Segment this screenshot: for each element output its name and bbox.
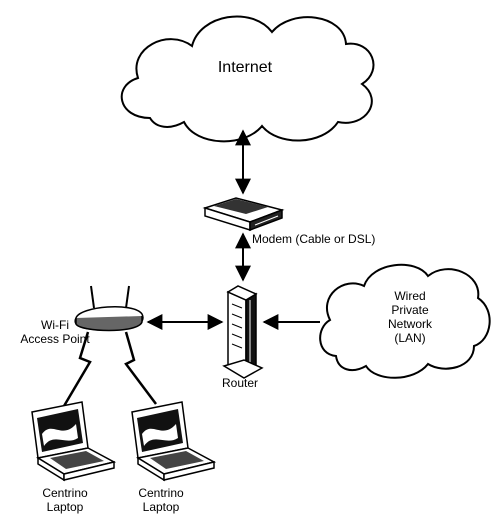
wireless-link-icon	[62, 331, 157, 407]
internet-label: Internet	[217, 59, 273, 76]
access-point-icon	[74, 285, 144, 332]
laptop-icon	[31, 401, 117, 482]
connections	[146, 129, 320, 330]
modem-icon	[202, 197, 285, 232]
router-label: Router	[221, 376, 259, 390]
laptop-icon	[131, 401, 217, 482]
modem-label: Modem (Cable or DSL)	[252, 232, 376, 246]
wired-lan-cloud-icon	[319, 263, 491, 379]
internet-cloud-icon	[120, 15, 375, 143]
router-icon	[222, 285, 264, 379]
